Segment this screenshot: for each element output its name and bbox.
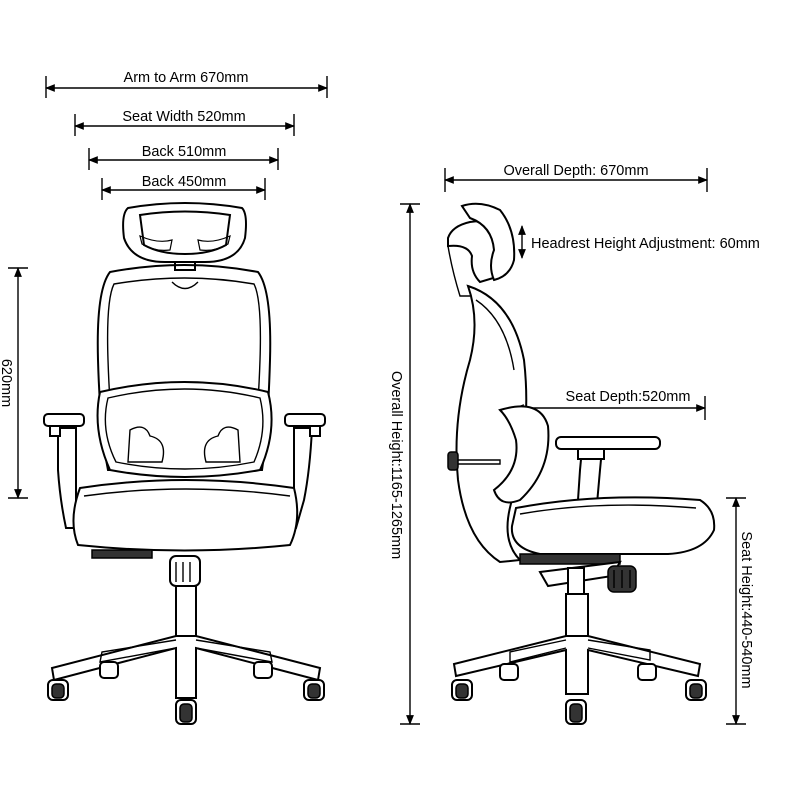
front-caster xyxy=(175,699,197,725)
front-right-arm xyxy=(284,413,326,529)
arm-to-arm-label: Arm to Arm 670mm xyxy=(124,70,249,86)
headrest-adjustment-dimension: Headrest Height Adjustment: 60mm xyxy=(518,225,760,259)
front-base xyxy=(47,635,325,725)
seat-height-label: Seat Height:440-540mm xyxy=(738,531,754,688)
seat-depth-dimension: Seat Depth:520mm xyxy=(514,389,706,420)
side-caster xyxy=(637,663,657,681)
front-caster xyxy=(47,679,69,701)
front-view-chair xyxy=(43,202,326,725)
side-mechanism xyxy=(538,560,637,593)
back-upper-width-label: Back 510mm xyxy=(142,144,227,160)
seat-width-dimension: Seat Width 520mm xyxy=(74,109,295,136)
front-headrest xyxy=(122,202,247,271)
side-view-chair xyxy=(447,202,716,725)
back-height-dimension: 620mm xyxy=(0,267,28,499)
overall-height-label: Overall Height:1165-1265mm xyxy=(388,371,404,559)
seat-height-dimension: Seat Height:440-540mm xyxy=(726,497,754,725)
side-base xyxy=(451,567,707,725)
side-headrest xyxy=(447,202,516,297)
front-caster xyxy=(99,661,119,679)
side-caster xyxy=(685,679,707,701)
overall-height-dimension: Overall Height:1165-1265mm xyxy=(388,203,420,725)
side-caster xyxy=(565,699,587,725)
front-caster xyxy=(303,679,325,701)
side-caster xyxy=(451,679,473,701)
back-lower-width-label: Back 450mm xyxy=(142,174,227,190)
headrest-adjustment-label: Headrest Height Adjustment: 60mm xyxy=(531,236,760,252)
back-lower-width-dimension: Back 450mm xyxy=(101,174,266,200)
side-seat xyxy=(510,496,716,565)
front-left-arm xyxy=(43,413,85,529)
overall-depth-dimension: Overall Depth: 670mm xyxy=(444,163,708,192)
front-lumbar xyxy=(96,381,273,478)
front-seat xyxy=(72,479,299,559)
front-caster xyxy=(253,661,273,679)
seat-depth-label: Seat Depth:520mm xyxy=(566,389,691,405)
back-upper-width-dimension: Back 510mm xyxy=(88,144,279,170)
overall-depth-label: Overall Depth: 670mm xyxy=(503,163,648,179)
arm-to-arm-dimension: Arm to Arm 670mm xyxy=(45,70,328,98)
side-caster xyxy=(499,663,519,681)
back-height-label: 620mm xyxy=(0,359,14,407)
front-gas-lift xyxy=(169,555,201,637)
seat-width-label: Seat Width 520mm xyxy=(122,109,245,125)
